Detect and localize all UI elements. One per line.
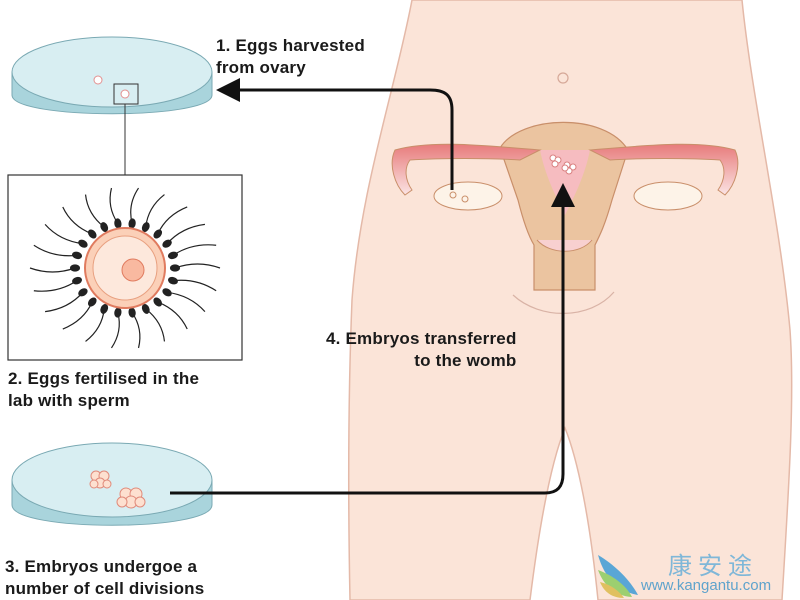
step-3-line2: number of cell divisions: [5, 579, 205, 598]
sperm-head: [78, 239, 88, 248]
sperm-head: [162, 288, 172, 297]
sperm-head: [153, 229, 163, 239]
watermark-chinese: 康安途: [668, 552, 758, 580]
sperm-head: [153, 297, 163, 307]
step-2-label: 2. Eggs fertilised in the lab with sperm: [8, 368, 199, 412]
step-3-label: 3. Embryos undergoe a number of cell div…: [5, 556, 204, 600]
step-1-label: 1. Eggs harvested from ovary: [216, 35, 365, 79]
watermark-url: www.kangantu.com: [641, 577, 772, 594]
step-2-line1: 2. Eggs fertilised in the: [8, 369, 200, 388]
arrow-transfer: [170, 183, 575, 495]
arrow-harvest: [216, 78, 454, 190]
navel: [557, 72, 569, 84]
step-4-label: 4. Embryos transferred to the womb: [326, 328, 517, 372]
fallopian-tube-right: [588, 143, 739, 196]
petri-dish-embryos: [11, 442, 213, 526]
sperm-head: [141, 304, 150, 314]
sperm-head: [100, 222, 109, 232]
watermark-logo: [598, 555, 638, 598]
step-1-line1: 1. Eggs harvested: [216, 36, 365, 55]
ovary-right: [633, 181, 703, 211]
step-2-line2: lab with sperm: [8, 391, 130, 410]
step-4-line2: to the womb: [414, 351, 517, 370]
sperm-head: [169, 264, 181, 272]
sperm-head: [167, 251, 178, 260]
sperm-head: [69, 264, 81, 272]
sperm-head: [87, 229, 97, 239]
petri-dish-eggs: [11, 36, 213, 175]
step-1-line2: from ovary: [216, 58, 306, 77]
sperm-head: [100, 304, 109, 314]
fertilisation-inset: [7, 174, 243, 361]
sperm-head: [72, 251, 83, 260]
sperm-head: [87, 297, 97, 307]
step-4-line1: 4. Embryos transferred: [326, 329, 517, 348]
pelvic-line: [512, 291, 615, 314]
sperm-head: [72, 276, 83, 285]
ovary-left: [433, 181, 503, 211]
sperm-head: [141, 222, 150, 232]
fallopian-tube-left: [391, 143, 542, 196]
sperm-head: [167, 276, 178, 285]
step-3-line1: 3. Embryos undergoe a: [5, 557, 198, 576]
sperm-head: [78, 288, 88, 297]
sperm-head: [162, 239, 172, 248]
